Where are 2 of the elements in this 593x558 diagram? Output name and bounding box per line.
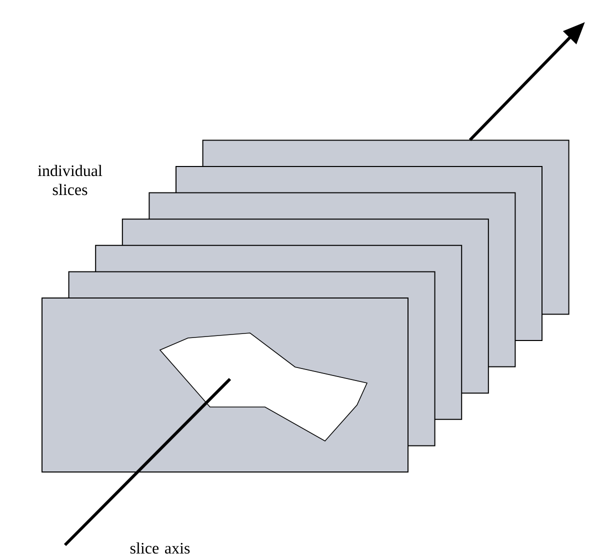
annotation-text: slice axis bbox=[130, 542, 190, 554]
annotation-text: individual slices bbox=[38, 164, 102, 196]
